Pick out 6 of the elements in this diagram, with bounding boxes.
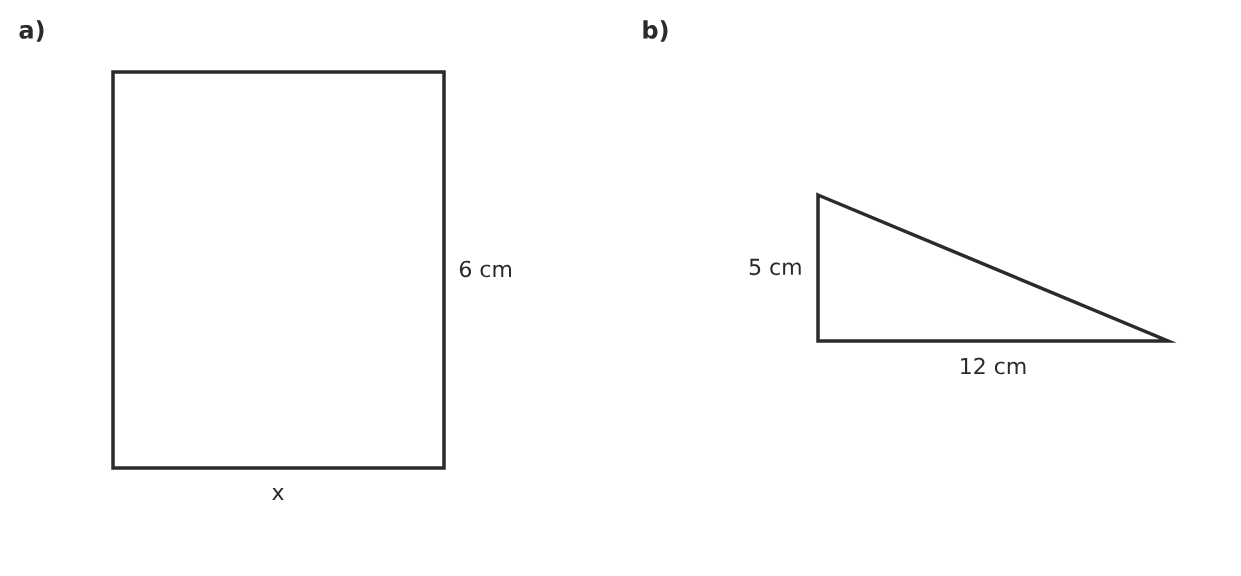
panel-label: b) [643, 20, 668, 42]
panel-label: a) [19, 20, 44, 42]
dimension-label: x [272, 488, 284, 500]
dimension-label: 5 cm [749, 258, 801, 276]
dimension-label: 6 cm [459, 260, 511, 278]
dimension-label: 12 cm [961, 357, 1026, 375]
